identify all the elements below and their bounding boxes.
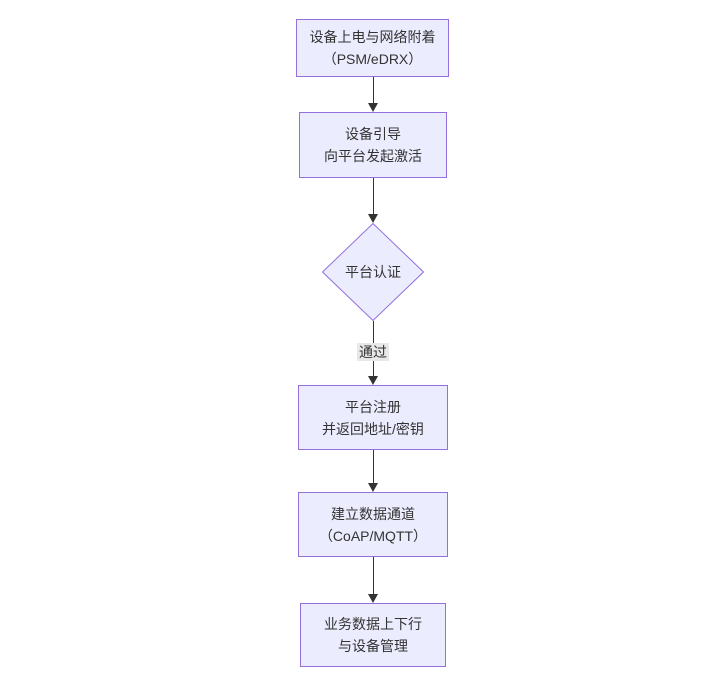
node-text-line: （CoAP/MQTT）: [318, 527, 428, 544]
arrow-power-to-bootstrap: [361, 77, 385, 112]
arrow-register-to-channel: [361, 450, 385, 492]
arrow-bootstrap-to-auth: [361, 178, 385, 223]
node-text-line: 设备引导: [345, 126, 401, 142]
arrow-auth-to-register: 通过: [357, 321, 389, 385]
flow-node-power-on-attach: 设备上电与网络附着 （PSM/eDRX）: [296, 19, 449, 77]
arrow-head-icon: [368, 483, 378, 492]
node-text-line: 并返回地址/密钥: [322, 420, 424, 437]
diamond-shape: [322, 223, 424, 321]
arrow-channel-to-business: [361, 557, 385, 603]
flow-node-bootstrap-activate: 设备引导 向平台发起激活: [299, 112, 447, 178]
node-text-line: 向平台发起激活: [324, 148, 422, 164]
arrow-line: [372, 450, 374, 483]
arrow-head-icon: [368, 594, 378, 603]
node-text-line: 平台认证: [345, 264, 401, 280]
flow-node-platform-auth: 平台认证: [322, 223, 424, 321]
arrow-line: [372, 178, 374, 214]
arrow-head-icon: [368, 103, 378, 112]
node-text-line: 平台注册: [345, 398, 401, 415]
node-text-line: 建立数据通道: [331, 505, 415, 522]
flow-node-platform-register: 平台注册 并返回地址/密钥: [298, 385, 448, 450]
node-text-line: 与设备管理: [338, 638, 408, 654]
arrow-head-icon: [368, 214, 378, 223]
flow-node-data-channel: 建立数据通道 （CoAP/MQTT）: [298, 492, 448, 557]
node-text-line: （PSM/eDRX）: [322, 51, 423, 67]
arrow-line: [372, 77, 374, 103]
node-text-line: 设备上电与网络附着: [309, 29, 436, 45]
edge-label-pass: 通过: [357, 343, 389, 361]
node-text-line: 业务数据上下行: [324, 616, 422, 632]
arrow-line: [372, 557, 374, 594]
flow-node-business-data: 业务数据上下行 与设备管理: [300, 603, 446, 667]
arrow-head-icon: [368, 376, 378, 385]
